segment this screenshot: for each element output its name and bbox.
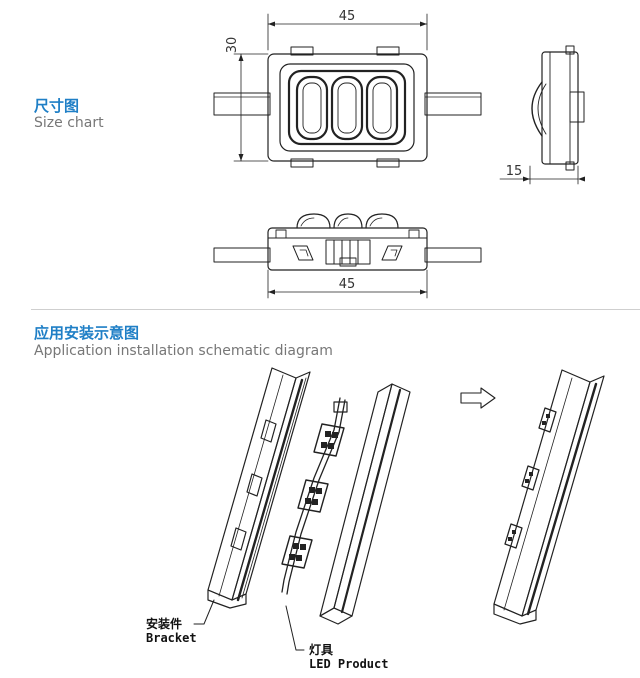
cover-channel [319,383,411,625]
module-side-view [499,45,585,185]
led-leader [285,605,305,651]
module-front-view [213,13,482,168]
bracket-leader [193,599,215,625]
application-title-cn: 应用安装示意图 [34,324,140,342]
module-bottom-view [213,213,482,299]
bracket-label-en: Bracket [146,631,197,645]
bracket-channel [207,367,311,609]
led-label-en: LED Product [309,657,388,671]
assembled-product [493,369,605,625]
dim-depth: 15 [506,164,523,179]
application-title-en: Application installation schematic diagr… [34,343,333,359]
bracket-label-cn: 安装件 [146,616,182,631]
dim-width-bottom: 45 [339,277,356,292]
led-module-string [281,397,348,595]
dim-width-top: 45 [339,9,356,24]
size-chart-title-en: Size chart [34,115,104,131]
led-label-cn: 灯具 [309,642,333,657]
dim-height: 30 [225,37,240,54]
size-chart-title-cn: 尺寸图 [34,97,80,115]
assembly-arrow-icon [460,387,496,409]
section-divider [31,309,640,310]
